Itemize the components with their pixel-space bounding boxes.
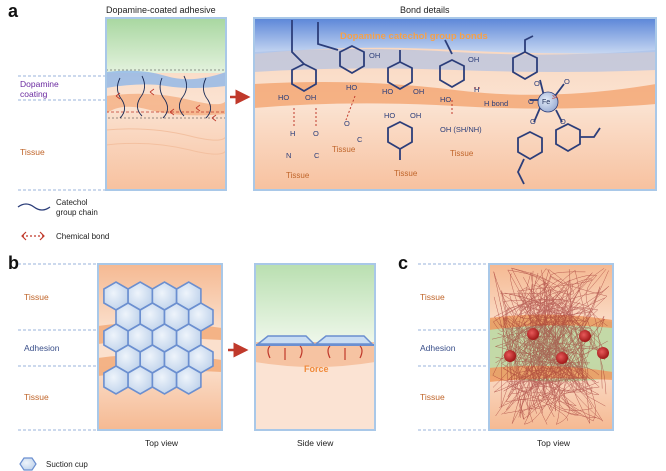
svg-text:O: O — [560, 117, 566, 126]
label-adhesion-b: Adhesion — [24, 343, 60, 353]
svg-text:H: H — [474, 85, 479, 94]
panel-a-bond-box — [253, 17, 657, 191]
panel-a-adhesive-box — [105, 17, 227, 191]
legend-catechol-line1: Catechol — [56, 198, 88, 207]
label-tissue-b-top: Tissue — [24, 292, 49, 302]
force-label: Force — [304, 364, 329, 374]
polymer-strand — [502, 276, 599, 394]
svg-text:HO: HO — [440, 95, 451, 104]
suction-cup — [175, 365, 202, 395]
polymer-strand — [499, 286, 601, 425]
polymer-strand — [500, 307, 577, 408]
svg-text:H bond: H bond — [484, 99, 508, 108]
label-tissue-c-top: Tissue — [420, 292, 445, 302]
label-adhesion-c: Adhesion — [420, 343, 456, 353]
svg-text:OH: OH — [468, 55, 479, 64]
fe-label: Fe — [542, 99, 550, 106]
svg-text:OH: OH — [305, 93, 316, 102]
svg-text:C: C — [314, 151, 320, 160]
suction-cup — [127, 365, 154, 395]
svg-text:O: O — [564, 77, 570, 86]
legend-suction-cup-icon — [19, 457, 37, 471]
catechol-molecules — [291, 20, 601, 185]
molecule-red-bonds — [293, 87, 482, 126]
label-tissue-c-bottom: Tissue — [420, 392, 445, 402]
polymer-strand — [502, 298, 566, 365]
svg-text:O: O — [530, 117, 536, 126]
panel-b-guides — [18, 263, 98, 431]
legend-suction-cup-label: Suction cup — [46, 460, 88, 469]
suction-cup-grid — [103, 281, 214, 395]
svg-text:O: O — [344, 119, 350, 128]
svg-text:Tissue: Tissue — [332, 145, 356, 154]
svg-text:Tissue: Tissue — [286, 171, 310, 180]
svg-text:N: N — [286, 151, 291, 160]
polymer-strand — [504, 278, 592, 352]
svg-text:HO: HO — [382, 87, 393, 96]
svg-text:O: O — [313, 129, 319, 138]
bond-banner: Dopamine catechol group bonds — [340, 31, 488, 42]
legend-chem-bond-label: Chemical bond — [56, 232, 109, 241]
label-tissue-b-bottom: Tissue — [24, 392, 49, 402]
suction-cup — [103, 365, 129, 395]
legend-chem-bond-icon — [21, 231, 45, 241]
fe-charge: 3+ — [552, 95, 558, 101]
label-dopamine-line1: Dopamine — [20, 79, 59, 89]
panel-b-letter: b — [8, 253, 19, 273]
panel-a-letter: a — [8, 1, 19, 21]
svg-text:OH: OH — [413, 87, 424, 96]
svg-text:O: O — [528, 97, 534, 106]
svg-text:H: H — [290, 129, 295, 138]
panel-c-guides — [418, 263, 488, 431]
legend-catechol-line — [17, 203, 51, 211]
caption-c-top: Top view — [537, 438, 571, 448]
panel-c-letter: c — [398, 253, 408, 273]
suction-cup — [151, 365, 178, 395]
chem-text-labels: HO OH H O N C OH HO O C OH HO HO OH OH H… — [278, 51, 570, 160]
svg-text:OH: OH — [410, 111, 421, 120]
polymer-strand — [538, 305, 608, 391]
polymer-strand — [543, 271, 608, 416]
panel-a-title-right: Bond details — [400, 5, 450, 15]
polymer-strand — [520, 324, 587, 416]
crosslink-nodes — [504, 328, 609, 364]
svg-text:HO: HO — [278, 93, 289, 102]
panel-b-sideview-box — [254, 263, 376, 431]
polymer-strand — [515, 321, 577, 407]
svg-text:C: C — [357, 135, 363, 144]
legend-catechol-line2: group chain — [56, 208, 98, 217]
svg-text:HO: HO — [346, 83, 357, 92]
fe-ion — [537, 91, 559, 113]
label-dopamine-line2: coating — [20, 89, 48, 99]
label-tissue-a: Tissue — [20, 147, 45, 157]
caption-b-top: Top view — [145, 438, 179, 448]
polymer-strand — [511, 292, 606, 372]
svg-text:OH (SH/NH): OH (SH/NH) — [440, 125, 482, 134]
polymer-strand — [533, 269, 574, 383]
svg-text:HO: HO — [384, 111, 395, 120]
svg-text:O: O — [534, 79, 540, 88]
polymer-strand — [519, 270, 593, 411]
svg-text:OH: OH — [369, 51, 380, 60]
caption-b-side: Side view — [297, 438, 334, 448]
panel-a-title-left: Dopamine-coated adhesive — [106, 5, 216, 15]
svg-text:Tissue: Tissue — [450, 149, 474, 158]
tissue-sublabels: Tissue Tissue Tissue Tissue — [286, 145, 474, 180]
polymer-strand — [534, 281, 601, 420]
svg-text:Tissue: Tissue — [394, 169, 418, 178]
